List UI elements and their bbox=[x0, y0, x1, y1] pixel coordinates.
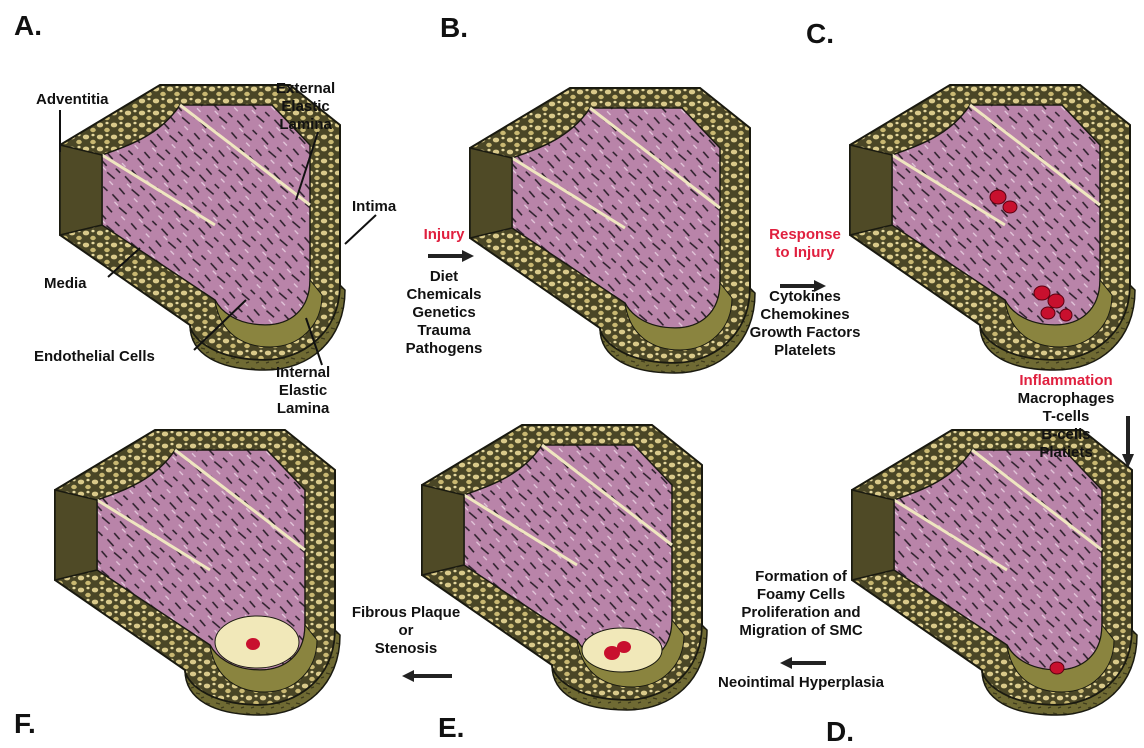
arrow-left-icon bbox=[778, 655, 828, 671]
intima-label: Intima bbox=[352, 198, 396, 215]
arrow-right-icon bbox=[426, 248, 476, 264]
adventitia-label: Adventitia bbox=[36, 91, 109, 108]
step-neointimal-hyperplasia: Formation of Foamy Cells Proliferation a… bbox=[696, 568, 906, 692]
internal-elastic-lamina-label: Internal Elastic Lamina bbox=[276, 364, 330, 418]
arrow-left-icon bbox=[400, 668, 454, 684]
step-injury: Injury Diet Chemicals Genetics Trauma Pa… bbox=[394, 226, 494, 358]
step-inflammation: Inflammation Macrophages T-cells B-cells… bbox=[996, 372, 1136, 462]
step-fibrous-plaque: Fibrous Plaque or Stenosis bbox=[336, 604, 476, 658]
arrow-right-icon bbox=[778, 278, 828, 294]
media-label: Media bbox=[44, 275, 87, 292]
external-elastic-lamina-label: External Elastic Lamina bbox=[276, 80, 335, 134]
endothelial-cells-label: Endothelial Cells bbox=[34, 348, 155, 365]
injury-title: Injury bbox=[394, 226, 494, 244]
arrow-down-icon bbox=[1120, 414, 1136, 470]
